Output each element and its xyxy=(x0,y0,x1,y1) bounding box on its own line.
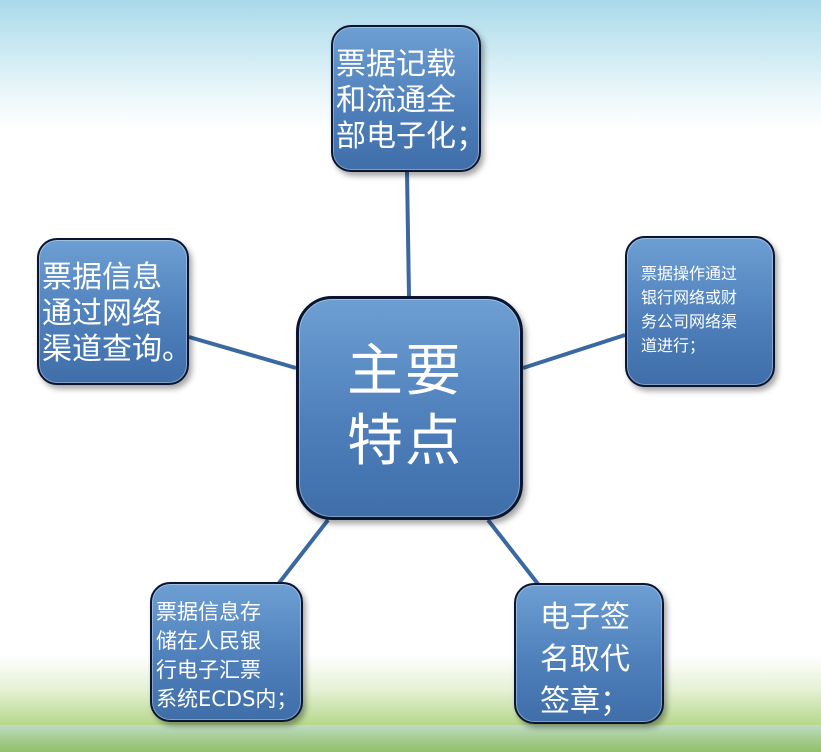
connector-right xyxy=(522,333,626,370)
feature-node-electronic-records: 票据记载 和流通全 部电子化； xyxy=(331,25,481,172)
center-node-main-features: 主要 特点 xyxy=(296,296,523,520)
feature-text-e-signature: 电子签 名取代 签章； xyxy=(540,600,630,719)
horizon-background xyxy=(0,725,821,752)
connector-bottom-left xyxy=(277,518,330,585)
connector-top xyxy=(405,171,411,298)
connector-left xyxy=(188,335,297,370)
connector-bottom-right xyxy=(486,518,540,586)
feature-text-bank-network: 票据操作通过 银行网络或财 务公司网络渠 道进行； xyxy=(641,264,738,355)
center-node-label: 主要 特点 xyxy=(347,339,463,474)
feature-text-electronic-records: 票据记载 和流通全 部电子化； xyxy=(336,47,481,154)
feature-node-ecds-storage: 票据信息存 储在人民银 行电子汇票 系统ECDS内； xyxy=(150,582,303,722)
feature-node-online-query: 票据信息 通过网络 渠道查询。 xyxy=(37,238,189,385)
feature-text-ecds-storage: 票据信息存 储在人民银 行电子汇票 系统ECDS内； xyxy=(156,600,298,711)
feature-node-e-signature: 电子签 名取代 签章； xyxy=(514,583,664,724)
feature-text-online-query: 票据信息 通过网络 渠道查询。 xyxy=(42,260,189,367)
feature-node-bank-network: 票据操作通过 银行网络或财 务公司网络渠 道进行； xyxy=(625,236,775,387)
